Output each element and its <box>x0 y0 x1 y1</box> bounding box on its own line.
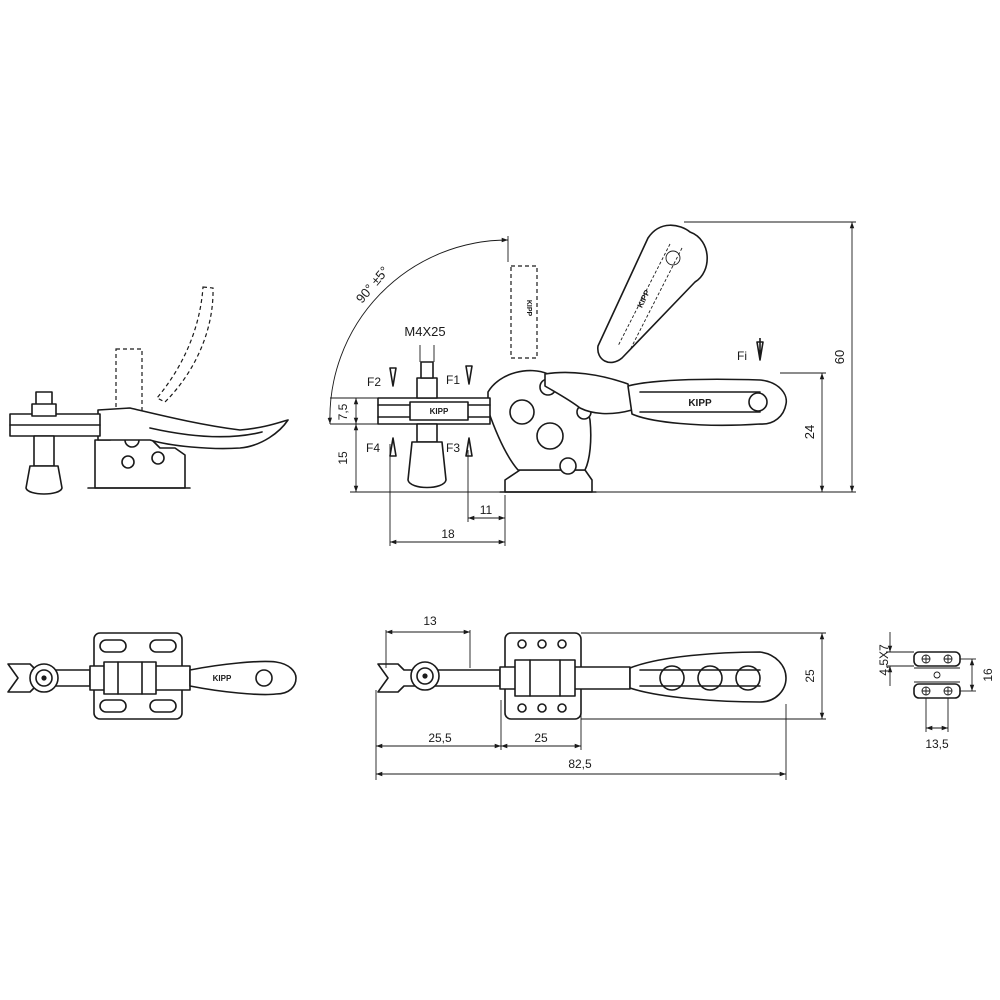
dim-82-5: 82,5 <box>568 757 592 771</box>
dim-7-5: 7,5 <box>336 403 350 420</box>
handle-top-small <box>189 660 297 696</box>
spindle-tip-main <box>407 441 447 489</box>
dim-15: 15 <box>336 451 350 465</box>
dim-4-5x7: 4,5X7 <box>877 644 891 676</box>
dim-25-height: 25 <box>803 669 817 683</box>
dim-25-5: 25,5 <box>428 731 452 745</box>
top-view-small: KIPP <box>7 632 297 720</box>
spindle-raised-outline <box>510 265 538 359</box>
force-f4-label: F4 <box>366 441 380 455</box>
side-view-small <box>9 286 289 495</box>
top-view-main: 13 25,5 25 82,5 25 <box>375 614 826 780</box>
handle-brand: KIPP <box>688 398 712 409</box>
arm-brand: KIPP <box>430 407 449 416</box>
lever-main <box>544 371 633 415</box>
force-f3-label: F3 <box>446 441 460 455</box>
screw-label: M4X25 <box>404 324 445 339</box>
side-view-main: 90° ±5° KIPP KIPP KIPP <box>327 221 856 546</box>
dim-16: 16 <box>981 668 995 682</box>
handle-top-small-brand: KIPP <box>213 674 232 683</box>
dim-60: 60 <box>832 350 847 364</box>
lever-body <box>97 407 289 450</box>
dim-13-5: 13,5 <box>925 737 949 751</box>
angle-arc <box>327 237 509 425</box>
base-plate <box>504 469 593 493</box>
dim-11: 11 <box>480 503 493 517</box>
dim-18: 18 <box>441 527 455 541</box>
dim-13: 13 <box>423 614 437 628</box>
spindle-open-outline <box>115 348 143 416</box>
base-plate-detail: 4,5X7 16 13,5 <box>877 632 995 751</box>
dim-24: 24 <box>802 425 817 439</box>
force-arrows: Fi F2 F1 F4 F3 <box>366 338 764 457</box>
handle-open-outline <box>156 286 214 403</box>
force-fi-label: Fi <box>737 349 747 363</box>
angle-label: 90° ±5° <box>353 263 392 305</box>
force-f1-label: F1 <box>446 373 460 387</box>
handle-grip <box>627 378 788 427</box>
base-body <box>94 437 186 489</box>
spindle-nut-top <box>416 377 438 399</box>
dim-25-width: 25 <box>534 731 548 745</box>
force-f2-label: F2 <box>367 375 381 389</box>
handle-raised: KIPP <box>597 224 708 364</box>
spindle-nut-bottom <box>416 423 438 443</box>
spindle-tip <box>25 465 63 495</box>
raised-arm-brand: KIPP <box>525 300 532 317</box>
